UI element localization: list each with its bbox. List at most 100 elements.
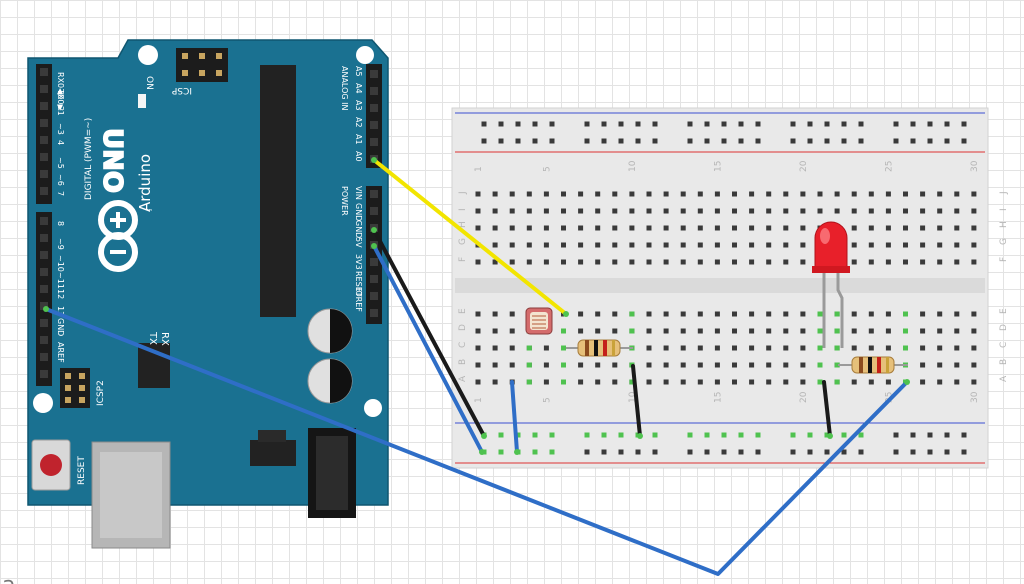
breadboard-hole <box>868 242 874 248</box>
breadboard-hole <box>766 225 772 231</box>
header-pin-hole <box>370 70 378 78</box>
power-pin-label: VIN <box>354 186 363 200</box>
column-number: 15 <box>713 161 723 172</box>
voltage-regulator <box>250 440 296 466</box>
breadboard-hole <box>526 259 532 265</box>
breadboard-hole <box>612 208 618 214</box>
breadboard-hole <box>800 311 806 317</box>
breadboard-hole <box>783 242 789 248</box>
breadboard-rail-hole <box>652 449 658 455</box>
breadboard-hole <box>937 311 943 317</box>
breadboard-rail-hole <box>635 449 641 455</box>
breadboard-hole <box>663 208 669 214</box>
breadboard-hole <box>783 311 789 317</box>
breadboard-hole-connected <box>903 345 908 351</box>
connection-dot <box>637 433 643 439</box>
breadboard-hole-connected <box>817 345 823 351</box>
digital-pin-label: ~3 <box>56 123 65 135</box>
breadboard-hole <box>971 242 977 248</box>
breadboard-hole <box>868 191 874 197</box>
breadboard-hole <box>868 208 874 214</box>
breadboard-rail-hole <box>635 121 641 127</box>
digital-pin-label: RX0◀0 <box>56 72 65 99</box>
breadboard-rail-hole-connected <box>532 432 538 438</box>
breadboard-hole <box>749 225 755 231</box>
header-pin-hole <box>40 268 48 276</box>
breadboard-hole <box>663 362 669 368</box>
row-letter: I <box>458 208 468 211</box>
breadboard-rail-hole <box>755 121 761 127</box>
breadboard-rail-hole <box>584 138 590 144</box>
breadboard-hole <box>595 208 601 214</box>
breadboard-hole <box>646 242 652 248</box>
breadboard-hole <box>920 191 926 197</box>
wire-yellow-a0 <box>372 158 568 316</box>
row-letter: B <box>999 359 1009 365</box>
breadboard-hole <box>920 311 926 317</box>
power-pin-label: 3V3 <box>354 254 363 270</box>
breadboard-hole <box>885 191 891 197</box>
breadboard-hole <box>903 191 908 197</box>
breadboard-rail-hole <box>618 138 624 144</box>
reset-button-cap[interactable] <box>40 454 62 476</box>
breadboard-hole <box>783 259 789 265</box>
header-pin-hole <box>370 138 378 146</box>
connection-dot <box>904 379 910 385</box>
breadboard-hole <box>920 242 926 248</box>
breadboard-hole <box>920 345 926 351</box>
row-letter: D <box>999 324 1009 331</box>
header-pin-hole <box>40 234 48 242</box>
breadboard-hole <box>800 328 806 334</box>
breadboard-rail-hole <box>944 138 950 144</box>
column-number: 1 <box>474 397 484 403</box>
connection-dot <box>514 449 520 455</box>
breadboard-rail-hole <box>721 121 727 127</box>
breadboard-hole <box>937 345 943 351</box>
on-label: ON <box>144 76 154 90</box>
breadboard-hole <box>732 225 737 231</box>
breadboard-rail-hole <box>652 121 658 127</box>
breadboard-hole <box>543 259 549 265</box>
icsp-header <box>176 48 228 82</box>
breadboard-hole <box>971 362 977 368</box>
connection-dot <box>43 306 49 312</box>
row-letter: G <box>999 238 1009 245</box>
breadboard-hole <box>595 259 601 265</box>
breadboard-hole <box>629 191 635 197</box>
breadboard-rail-hole <box>910 432 916 438</box>
power-label: POWER <box>340 186 349 216</box>
breadboard-hole <box>885 259 891 265</box>
breadboard-rail-hole-connected <box>549 432 555 438</box>
breadboard-rail-hole <box>893 121 899 127</box>
breadboard-hole <box>543 362 549 368</box>
breadboard-hole <box>885 242 891 248</box>
breadboard-hole <box>663 311 669 317</box>
breadboard-rail-hole <box>687 449 693 455</box>
digital-pin-label: ~5 <box>56 157 65 169</box>
breadboard-rail-hole <box>944 449 950 455</box>
breadboard-hole <box>885 311 891 317</box>
breadboard-hole <box>868 379 874 385</box>
row-letter: J <box>458 191 468 195</box>
breadboard-hole <box>646 208 652 214</box>
board-outline <box>27 39 389 506</box>
breadboard-hole <box>663 379 669 385</box>
breadboard-hole <box>885 328 891 334</box>
breadboard-hole <box>749 259 755 265</box>
breadboard-holes <box>475 121 977 455</box>
breadboard-hole-connected <box>817 328 823 334</box>
breadboard-hole <box>526 225 532 231</box>
breadboard-rail-hole <box>498 121 504 127</box>
icsp-label: ICSP <box>171 85 192 95</box>
header-pin-hole <box>370 309 378 317</box>
breadboard-hole <box>766 259 772 265</box>
breadboard-rail-hole-connected <box>704 432 710 438</box>
breadboard-hole <box>885 379 891 385</box>
row-letter: E <box>458 308 468 314</box>
breadboard-hole <box>492 242 498 248</box>
breadboard-hole <box>475 208 481 214</box>
breadboard-hole <box>663 225 669 231</box>
breadboard-hole <box>766 362 772 368</box>
breadboard-rail-hole <box>927 432 933 438</box>
wire-black-short <box>822 380 832 438</box>
